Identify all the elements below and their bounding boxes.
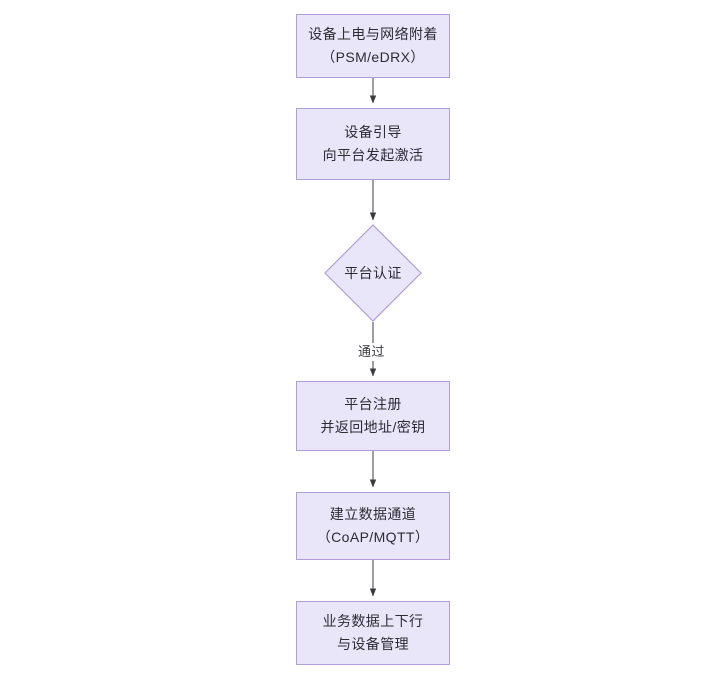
node-label-line1: 业务数据上下行	[322, 613, 424, 629]
node-label-line2: 并返回地址/密钥	[320, 419, 426, 435]
node-business-data-and-device-management[interactable]: 业务数据上下行 与设备管理	[296, 601, 450, 665]
node-label-line1: 设备引导	[344, 124, 402, 140]
node-label-line1: 平台注册	[344, 396, 402, 412]
node-platform-authentication[interactable]: 平台认证	[324, 224, 422, 322]
node-label-line1: 建立数据通道	[329, 506, 417, 522]
node-label-line2: （PSM/eDRX）	[321, 49, 425, 65]
edge-label-pass: 通过	[355, 343, 388, 361]
node-device-power-on[interactable]: 设备上电与网络附着 （PSM/eDRX）	[296, 14, 450, 78]
node-label-line2: 与设备管理	[337, 636, 409, 652]
node-label-line2: （CoAP/MQTT）	[316, 529, 430, 545]
node-label-line2: 向平台发起激活	[322, 147, 424, 163]
node-device-bootstrap[interactable]: 设备引导 向平台发起激活	[296, 108, 450, 180]
node-label-line1: 平台认证	[344, 265, 402, 281]
node-platform-registration[interactable]: 平台注册 并返回地址/密钥	[296, 381, 450, 451]
node-label-line1: 设备上电与网络附着	[308, 26, 438, 42]
node-establish-data-channel[interactable]: 建立数据通道 （CoAP/MQTT）	[296, 492, 450, 560]
diamond-shape	[324, 224, 422, 322]
